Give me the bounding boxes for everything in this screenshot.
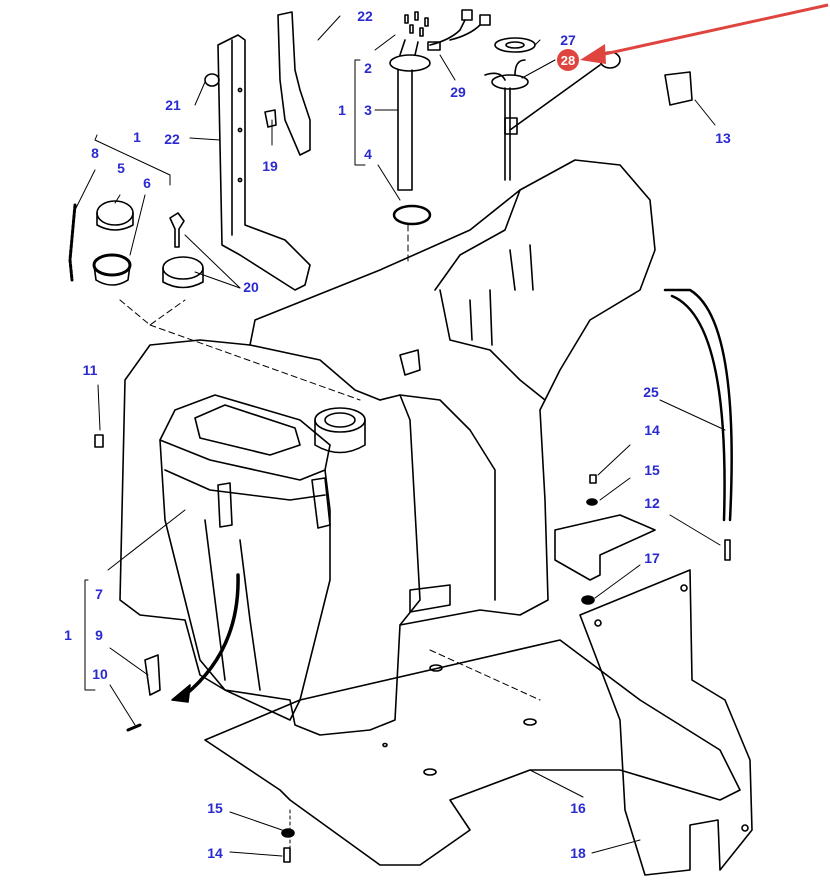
callout-5: 5	[117, 160, 125, 176]
callout-10: 10	[92, 666, 108, 682]
callout-27: 27	[560, 32, 576, 48]
strap-26	[277, 11, 311, 156]
side-shield	[579, 569, 753, 876]
o-ring-4	[392, 204, 432, 226]
fuel-tank-body	[119, 159, 656, 736]
callout-8: 8	[91, 145, 99, 161]
mount-bracket	[554, 514, 656, 581]
callout-2: 2	[364, 60, 372, 76]
wiring-harness-29	[429, 19, 481, 46]
callout-26: 22	[357, 8, 373, 24]
highlight-arrow	[580, 3, 829, 64]
callout-1c: 1	[64, 627, 72, 643]
callout-20: 20	[243, 279, 259, 295]
callout-14a: 14	[644, 422, 660, 438]
callout-15b: 15	[207, 800, 223, 816]
callout-14b: 14	[207, 845, 223, 861]
callout-28-highlighted: 28	[557, 49, 579, 71]
callout-29: 29	[450, 84, 466, 100]
filler-neck	[314, 407, 366, 433]
callout-19: 19	[262, 158, 278, 174]
base-plate	[204, 639, 741, 866]
callout-3: 3	[364, 102, 372, 118]
callout-22: 22	[164, 131, 180, 147]
callout-25: 25	[643, 384, 659, 400]
callout-16: 16	[570, 800, 586, 816]
callout-21: 21	[165, 97, 181, 113]
callout-15a: 15	[644, 462, 660, 478]
callout-17: 17	[644, 550, 660, 566]
callout-1b: 1	[133, 129, 141, 145]
callout-13: 13	[715, 130, 731, 146]
callout-12: 12	[644, 495, 660, 511]
bracket-22	[217, 34, 311, 291]
callout-1a: 1	[338, 102, 346, 118]
level-sender-3	[397, 69, 413, 191]
callout-6: 6	[143, 175, 151, 191]
callout-11: 11	[82, 362, 98, 378]
callout-18: 18	[570, 845, 586, 861]
hose-25	[663, 288, 733, 522]
clip-13	[664, 71, 693, 106]
callout-4: 4	[364, 146, 372, 162]
callout-9: 9	[95, 627, 103, 643]
adblue-tank	[159, 394, 331, 721]
callout-7: 7	[95, 586, 103, 602]
